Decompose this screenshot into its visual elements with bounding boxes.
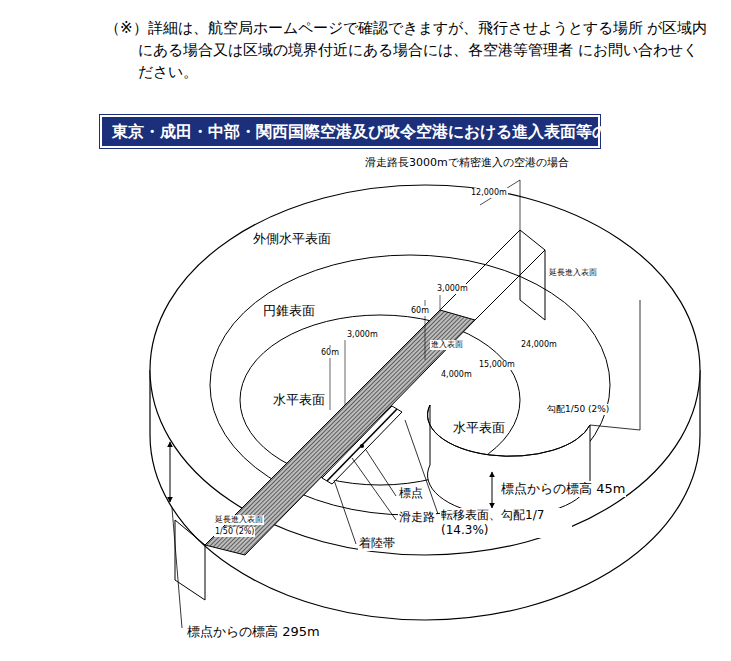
guide-line [640, 300, 641, 430]
approach-edge [545, 250, 546, 320]
leader-line [352, 458, 396, 520]
title-text: 東京・成田・中部・関西国際空港及び政令空港における進入表面等の例 [102, 117, 598, 146]
guide-line [520, 180, 521, 230]
note-text: （※）詳細は、航空局ホームページで確認できますが、飛行させようとする場所 が区域… [105, 18, 708, 83]
dimension-label: 15,000m [478, 360, 516, 370]
part-name: 着陸帯 [358, 536, 396, 551]
subtitle: 滑走路長3000mで精密進入の空港の場合 [365, 156, 569, 170]
surface-name: 延長進入表面 [214, 515, 264, 525]
approach-edge [520, 300, 545, 320]
part-name: 転移表面、勾配1/7 (14.3%) [440, 508, 572, 538]
title-bar: 東京・成田・中部・関西国際空港及び政令空港における進入表面等の例 [100, 115, 600, 148]
dimension-label: 4,000m [440, 370, 473, 380]
slope-label: 1/50 (2%) [214, 527, 255, 537]
part-name: 標点 [398, 486, 424, 501]
surface-name: 外側水平表面 [252, 231, 332, 247]
reference-point [360, 444, 364, 448]
dimension-label: 60m [320, 348, 340, 358]
leader-line [334, 480, 356, 544]
surface-name: 延長進入表面 [548, 268, 598, 278]
horizontal-surface-block [428, 405, 590, 516]
outer-horizontal-surface [150, 185, 700, 555]
height-arrow [170, 442, 171, 502]
slope-label: 勾配1/50 (2%) [546, 404, 610, 415]
approach-edge [475, 250, 545, 320]
height-arrow [492, 472, 493, 508]
surface-name: 進入表面 [430, 340, 464, 350]
surface-name: 円錐表面 [262, 303, 316, 319]
runway [327, 409, 397, 481]
approach-edge [205, 545, 206, 600]
approach-edge [440, 230, 520, 310]
dimension-label: 24,000m [520, 340, 558, 350]
leader-line [172, 508, 182, 628]
dimension-label: 3,000m [346, 330, 379, 340]
approach-edge [520, 230, 521, 300]
guide-line [590, 425, 640, 430]
approach-edge [175, 520, 205, 545]
dimension-label: 3,000m [436, 284, 469, 294]
leader-line [366, 450, 396, 496]
approach-wall [205, 310, 475, 555]
surface-name: 水平表面 [272, 392, 326, 408]
surface-name: 水平表面 [452, 420, 506, 436]
height-label: 標点からの標高 295m [186, 624, 321, 640]
dimension-label: 12,000m [470, 188, 508, 198]
dimension-label: 60m [410, 306, 430, 316]
dimension-line [440, 295, 441, 310]
approach-edge [520, 230, 545, 250]
part-name: 滑走路 [398, 510, 436, 525]
height-label: 標点からの標高 45m [500, 481, 626, 497]
dimension-line [345, 340, 346, 405]
